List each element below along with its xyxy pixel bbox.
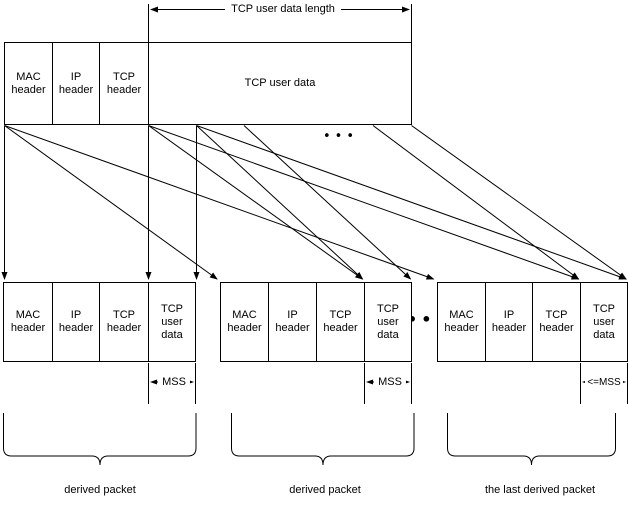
arrow-data-mark2-to-packet2 [243, 125, 412, 280]
mss1-arrowhead-left-icon [150, 379, 157, 385]
segmentation-arrows [1, 125, 627, 280]
p2-tcp-user-data-cell: TCP user data [377, 302, 399, 341]
arrow-left-edge-to-packet2 [4, 125, 218, 280]
brace-packet3 [447, 413, 616, 466]
p2-tcp-header-cell: TCP header [317, 283, 365, 361]
p3-tcp-user-data-cell: TCP user data [593, 302, 615, 341]
brace-packet1 [3, 413, 197, 466]
dimension-arrowhead-left-icon [150, 6, 158, 13]
arrow-data-mark1-to-packet2 [196, 125, 364, 280]
arrow-data-start-to-packet3 [148, 125, 580, 280]
arrow-data-start-to-packet2 [148, 125, 364, 280]
arrow-left-edge-to-packet3 [4, 125, 435, 280]
source-tcp-user-data-cell: TCP user data [244, 77, 316, 89]
p2-mac-header-cell: MAC header [221, 283, 269, 361]
arrow-data-mark1-to-packet3 [196, 125, 627, 280]
p1-ip-header-cell: IP header [53, 283, 100, 361]
p1-tcp-header-cell: TCP header [100, 283, 149, 361]
derived-packet-1: MAC header IP header TCP header TCP user… [3, 282, 196, 362]
source-tcp-header-cell: TCP header [100, 43, 149, 124]
p3-mac-header-cell: MAC header [438, 283, 486, 361]
caption-derived-packet-2: derived packet [289, 484, 361, 496]
p1-tcp-user-data-cell: TCP user data [161, 302, 183, 341]
source-mac-header-cell: MAC header [5, 43, 53, 124]
arrow-right-edge-to-packet3 [411, 125, 627, 280]
mss-label-packet1: MSS [158, 376, 190, 388]
tcp-user-data-length-label: TCP user data length [225, 3, 341, 16]
arrow-last-chunk-start-to-packet3 [372, 125, 580, 280]
p3-ip-header-cell: IP header [486, 283, 533, 361]
mss-label-packet2: MSS [374, 376, 406, 388]
dimension-arrowhead-right-icon [402, 6, 410, 13]
p2-ip-header-cell: IP header [269, 283, 317, 361]
derived-packet-2: MAC header IP header TCP header TCP user… [220, 282, 412, 362]
source-packet: MAC header IP header TCP header TCP user… [4, 42, 412, 125]
brace-packet2 [231, 413, 415, 466]
ellipsis-bottom-icon: ••• [407, 310, 450, 329]
ellipsis-top-icon: ••• [323, 129, 359, 144]
mss2-arrowhead-left-icon [366, 379, 373, 385]
braces [3, 413, 616, 466]
caption-derived-packet-1: derived packet [64, 484, 136, 496]
derived-packet-3: MAC header IP header TCP header TCP user… [437, 282, 628, 362]
caption-last-derived-packet: the last derived packet [484, 484, 596, 496]
mss-label-packet3: <=MSS [585, 377, 623, 389]
p1-mac-header-cell: MAC header [4, 283, 53, 361]
source-ip-header-cell: IP header [53, 43, 100, 124]
p3-tcp-header-cell: TCP header [533, 283, 581, 361]
